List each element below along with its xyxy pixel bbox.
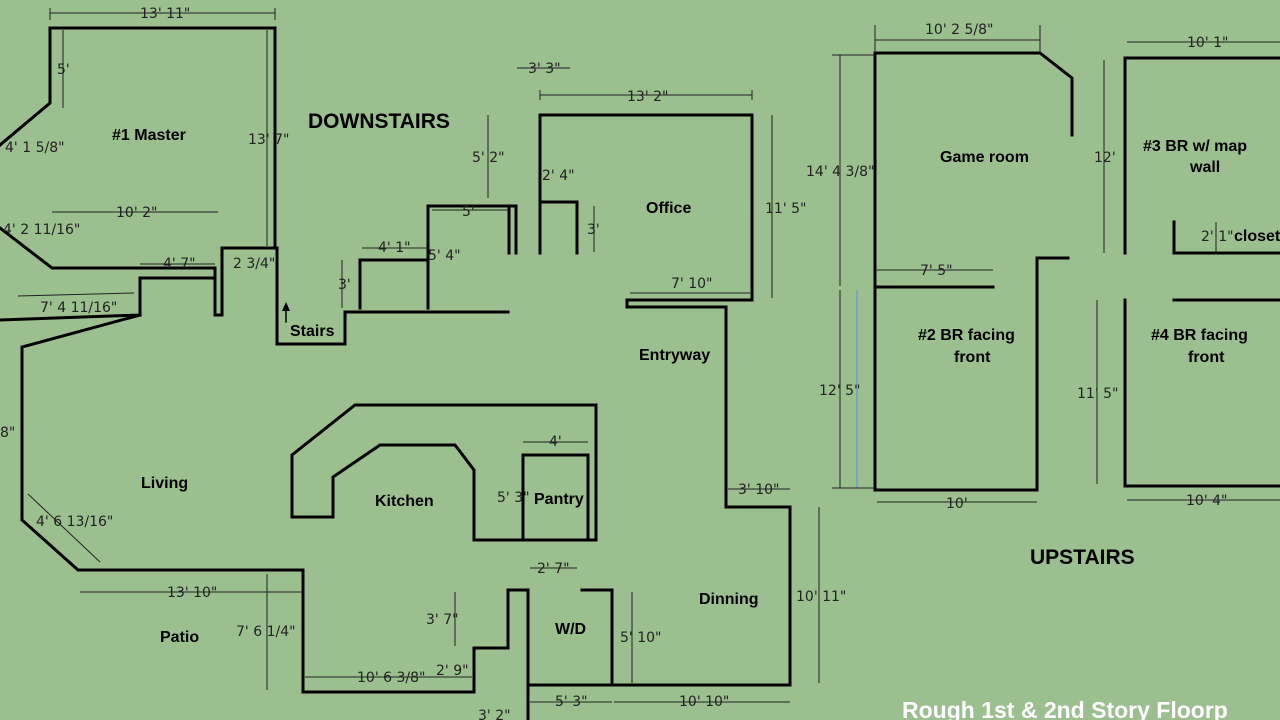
dim-living-corner: 4' 6 13/16" (36, 514, 113, 530)
dim-kitchen-step-height: 3' 7" (426, 612, 459, 628)
downstairs-walls (0, 26, 792, 720)
dim-game-room-height: 14' 4 3/8" (806, 164, 874, 180)
dim-bedroom4-width: 10' 4" (1186, 493, 1227, 509)
master-wall (0, 26, 277, 317)
dim-office-closet-height: 3' (587, 222, 600, 238)
living-angled-wall (20, 313, 530, 720)
dim-patio-width: 13' 10" (167, 585, 217, 601)
room-bedroom3-line2: wall (1189, 159, 1220, 176)
dim-wall-thickness: 2 3/4" (233, 256, 275, 272)
dim-office-height: 11' 5" (765, 201, 806, 217)
dim-wd-height: 5' 10" (620, 630, 661, 646)
room-bedroom3-line1: #3 BR w/ map (1143, 138, 1247, 155)
dim-step-bottom: 3' 2" (478, 708, 511, 720)
dim-master-bottom: 10' 2" (116, 205, 157, 221)
dim-living-angle: 7' 4 11/16" (40, 300, 117, 316)
living-west-wall (0, 276, 217, 322)
dim-master-width: 13' 11" (140, 6, 190, 22)
dim-pantry-height: 5' 3" (497, 490, 530, 506)
room-kitchen: Kitchen (375, 493, 434, 510)
dim-closet-width: 4' 7" (163, 256, 196, 272)
room-closet: closet (1234, 228, 1280, 245)
dim-bedroom2-width: 10' (946, 496, 968, 512)
room-pantry: Pantry (534, 491, 584, 508)
game-room-wall (873, 51, 1074, 492)
dim-master-height: 13' 7" (248, 132, 289, 148)
dim-bedroom2-partial: 7' 5" (920, 263, 953, 279)
office-wall (538, 113, 754, 384)
dimension-lines (17, 8, 1280, 703)
dim-bedroom2-height: 12' 5" (819, 383, 860, 399)
dim-bedroom3-height: 12' (1094, 150, 1116, 166)
dim-master-nw: 5' (57, 62, 70, 78)
dim-dining-height: 10' 11" (796, 589, 846, 605)
room-bedroom4-line2: front (1188, 349, 1225, 366)
dim-dining-notch: 3' 10" (738, 482, 779, 498)
room-wd: W/D (555, 621, 586, 638)
bedroom4-wall (1123, 298, 1280, 488)
dim-closet-height: 2' 1" (1201, 229, 1234, 245)
dim-stair-step-width: 4' 1" (378, 240, 411, 256)
office-closet-wall (538, 200, 579, 255)
dim-wd-door: 2' 7" (537, 561, 570, 577)
dim-stair-step-height: 3' (338, 277, 351, 293)
bedroom3-wall (1123, 56, 1280, 255)
room-living: Living (141, 475, 188, 492)
dim-game-room-width: 10' 2 5/8" (925, 22, 993, 38)
room-labels: #1 Master Stairs Office Entryway Living … (112, 127, 1280, 646)
dim-office-notch: 3' 3" (528, 61, 561, 77)
pantry-wall (521, 453, 590, 542)
room-bedroom2-line1: #2 BR facing (918, 327, 1015, 344)
room-master: #1 Master (112, 127, 186, 144)
stair-step-wall (358, 258, 430, 310)
room-patio: Patio (160, 629, 199, 646)
room-entryway: Entryway (639, 347, 710, 364)
dim-office-notch-height: 5' 2" (472, 150, 505, 166)
dim-office-closet-width: 2' 4" (542, 168, 575, 184)
room-dinning: Dinning (699, 591, 759, 608)
dim-office-bottom: 7' 10" (671, 276, 712, 292)
room-bedroom2-line2: front (954, 349, 991, 366)
dim-pantry-width: 4' (549, 434, 562, 450)
dim-office-width: 13' 2" (627, 89, 668, 105)
room-office: Office (646, 200, 691, 217)
dim-patio-height: 7' 6 1/4" (236, 624, 296, 640)
closet-wall (1172, 220, 1280, 255)
dim-dining-width: 10' 10" (679, 694, 729, 710)
dim-living-height: 8" (0, 425, 15, 441)
dim-bedroom4-height: 11' 5" (1077, 386, 1118, 402)
dim-wd-width: 5' 3" (555, 694, 588, 710)
room-stairs: Stairs (290, 323, 335, 340)
dim-step-width: 2' 9" (436, 663, 469, 679)
dining-wall (610, 380, 792, 687)
kitchen-island (290, 403, 598, 542)
dim-master-angle-a: 4' 1 5/8" (5, 140, 65, 156)
upstairs-label: UPSTAIRS (1030, 546, 1135, 569)
dim-stair-upper-width: 5' (462, 204, 475, 220)
dim-master-angle-b: 4' 2 11/16" (3, 222, 80, 238)
bedroom2-wall (873, 256, 1070, 492)
dim-stair-upper-height: 5' 4" (428, 248, 461, 264)
room-bedroom4-line1: #4 BR facing (1151, 327, 1248, 344)
dimension-labels: 13' 11" 5' 13' 7" 4' 1 5/8" 10' 2" 4' 2 … (0, 6, 1234, 720)
master-west-wall (0, 26, 52, 147)
stairs-up-arrow-head (282, 302, 290, 311)
dim-bedroom3-width: 10' 1" (1187, 35, 1228, 51)
downstairs-label: DOWNSTAIRS (308, 110, 450, 133)
footer-caption: Rough 1st & 2nd Story Floorp (902, 697, 1228, 720)
stairs-wall (273, 246, 510, 346)
dim-patio-bottom: 10' 6 3/8" (357, 670, 425, 686)
room-game-room: Game room (940, 149, 1029, 166)
stair-upper-wall (426, 204, 518, 310)
